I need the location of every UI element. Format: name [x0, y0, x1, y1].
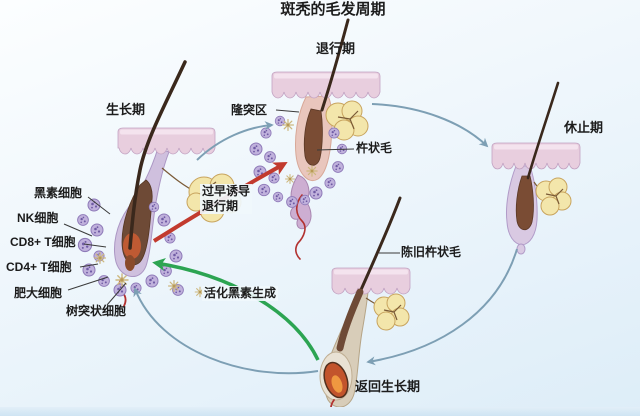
catagen-skin: [271, 71, 381, 99]
label-pointer-lines: [63, 109, 400, 306]
catagen-hair-shaft: [320, 18, 350, 112]
premature-catagen-line2: 退行期: [202, 199, 239, 213]
cycle-arrow-telogen-to-return: [366, 248, 518, 366]
annotation-premature-catagen: 过早诱导 退行期: [200, 184, 253, 214]
old-club-hair-root: [336, 288, 364, 352]
annotation-club-hair: 杵状毛: [356, 141, 393, 155]
telogen-sebaceous-gland: [535, 177, 572, 216]
club-hair: [303, 108, 323, 166]
telogen-club-hair: [515, 175, 534, 231]
return-skin: [331, 267, 411, 295]
telogen-follicle-illustration: [491, 81, 581, 255]
premature-catagen-line1: 过早诱导: [202, 184, 251, 198]
melanogenesis-green-arrow: [152, 258, 320, 361]
anagen-skin: [117, 127, 216, 155]
catagen-follicle-illustration: [249, 18, 381, 260]
stage-label-telogen: 休止期: [564, 120, 604, 135]
capillary-red-curl: [295, 194, 306, 260]
page-title: 斑秃的毛发周期: [280, 1, 386, 18]
stage-label-catagen: 退行期: [316, 41, 356, 56]
cell-label-mast-cell: 肥大细胞: [14, 286, 63, 300]
stage-label-return-anagen: 返回生长期: [355, 379, 421, 394]
cell-label-dendritic-cell: 树突状细胞: [66, 304, 127, 318]
telogen-hair-shaft: [526, 81, 560, 180]
catagen-sebaceous-gland: [325, 100, 369, 141]
cycle-arrow-anagen-to-catagen: [196, 121, 274, 161]
old-club-hair-shaft: [358, 196, 402, 294]
anagen-hair-shaft: [128, 60, 187, 250]
annotation-activated-melanogenesis: 活化黑素生成: [202, 286, 279, 301]
bottom-edge-strip: [0, 407, 640, 416]
dermal-papilla: [125, 255, 135, 271]
annotation-bulge-area: 隆突区: [231, 103, 268, 117]
stage-label-anagen: 生长期: [106, 102, 146, 117]
cycle-arrow-catagen-to-telogen: [371, 103, 489, 148]
cycle-arrow-return-to-anagen: [133, 287, 319, 375]
cell-label-melanocyte: 黑素细胞: [34, 186, 83, 200]
annotation-old-club-hair: 陈旧杵状毛: [401, 245, 462, 259]
return-follicle-illustration: [319, 196, 411, 416]
cell-label-nk-cell: NK细胞: [17, 211, 59, 225]
anagen-bulb-matrix: [123, 233, 141, 259]
regrowing-bulb-core: [331, 375, 343, 393]
cell-label-cd8-t-cell: CD8+ T细胞: [10, 235, 76, 249]
return-sebaceous-gland: [373, 293, 410, 331]
cell-label-cd4-t-cell: CD4+ T细胞: [6, 260, 72, 274]
